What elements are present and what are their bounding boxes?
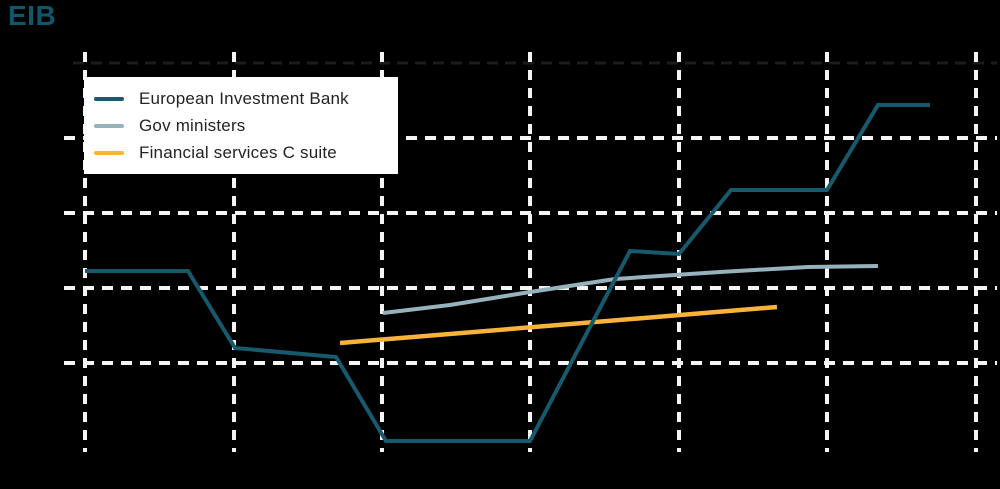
legend-swatch-fs-icon xyxy=(94,150,124,155)
legend-label: European Investment Bank xyxy=(139,88,349,108)
legend-item: Financial services C suite xyxy=(94,143,392,163)
legend-item: European Investment Bank xyxy=(94,89,392,109)
legend-label: Gov ministers xyxy=(139,115,246,135)
legend-swatch-gov-icon xyxy=(94,123,124,128)
legend-swatch-eib-icon xyxy=(94,96,124,101)
legend-label: Financial services C suite xyxy=(139,142,337,162)
eib-logo: EIB xyxy=(8,0,57,31)
legend-item: Gov ministers xyxy=(94,116,392,136)
chart-legend: European Investment Bank Gov ministers F… xyxy=(84,77,398,174)
